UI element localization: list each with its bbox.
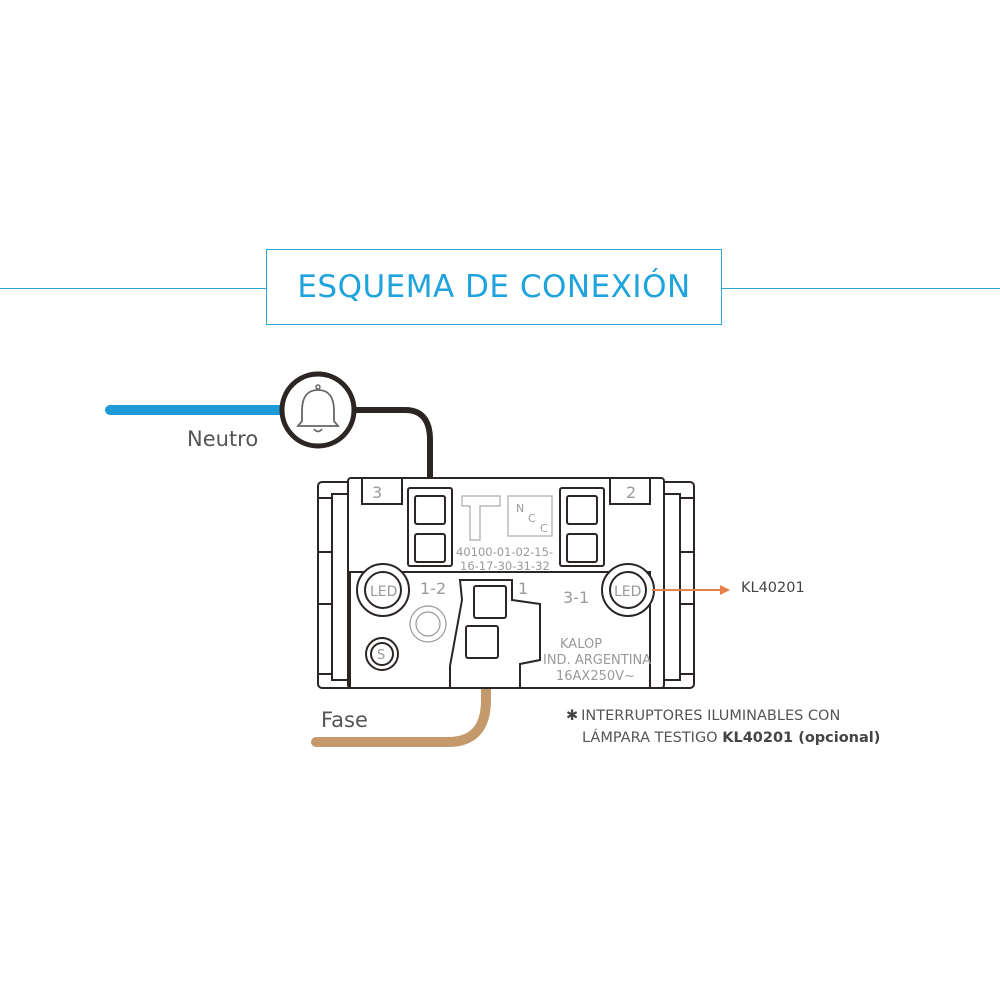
- asterisk-icon: ✱: [566, 708, 579, 724]
- optional-lamp-note: ✱INTERRUPTORES ILUMINABLES CON LÁMPARA T…: [566, 705, 880, 749]
- label-3-1: 3-1: [563, 588, 589, 607]
- title-right-rule: [722, 288, 1000, 289]
- code-line-2: 16-17-30-31-32: [460, 559, 550, 573]
- led-left-label: LED: [370, 584, 397, 600]
- note-line-2-bold: KL40201 (opcional): [722, 730, 881, 746]
- diagram-title: ESQUEMA DE CONEXIÓN: [297, 269, 691, 305]
- note-line-2: LÁMPARA TESTIGO KL40201 (opcional): [566, 727, 880, 749]
- device-markings: 3 2 40100-01-02-15- 16-17-30-31-32 N C C…: [370, 483, 651, 684]
- brand-label: KALOP: [560, 637, 602, 652]
- kl40201-label: KL40201: [741, 580, 805, 596]
- label-1-2: 1-2: [420, 579, 446, 598]
- ncc-c2: C: [540, 522, 548, 535]
- note-line-1-text: INTERRUPTORES ILUMINABLES CON: [581, 708, 841, 724]
- rating-label: 16AX250V~: [556, 669, 635, 684]
- note-line-1: ✱INTERRUPTORES ILUMINABLES CON: [566, 705, 880, 727]
- ncc-c1: C: [528, 512, 536, 525]
- title-box: ESQUEMA DE CONEXIÓN: [266, 249, 722, 325]
- code-line-1: 40100-01-02-15-: [456, 545, 553, 559]
- s-mark: S: [377, 648, 385, 663]
- callout-arrow: [652, 585, 730, 595]
- phase-wire: [311, 635, 491, 747]
- load-wire: [349, 407, 433, 533]
- origin-label: IND. ARGENTINA: [543, 653, 651, 668]
- terminal-label-3: 3: [372, 483, 382, 502]
- neutral-label: Neutro: [187, 427, 259, 451]
- note-line-2-text: LÁMPARA TESTIGO: [582, 730, 723, 746]
- terminal-label-2: 2: [626, 483, 636, 502]
- title-left-rule: [0, 288, 266, 289]
- label-1: 1: [518, 579, 528, 598]
- led-right-label: LED: [614, 584, 641, 600]
- ncc-n: N: [516, 502, 524, 515]
- switch-device: [317, 477, 695, 689]
- phase-label: Fase: [321, 708, 368, 732]
- bell-icon: [279, 371, 357, 449]
